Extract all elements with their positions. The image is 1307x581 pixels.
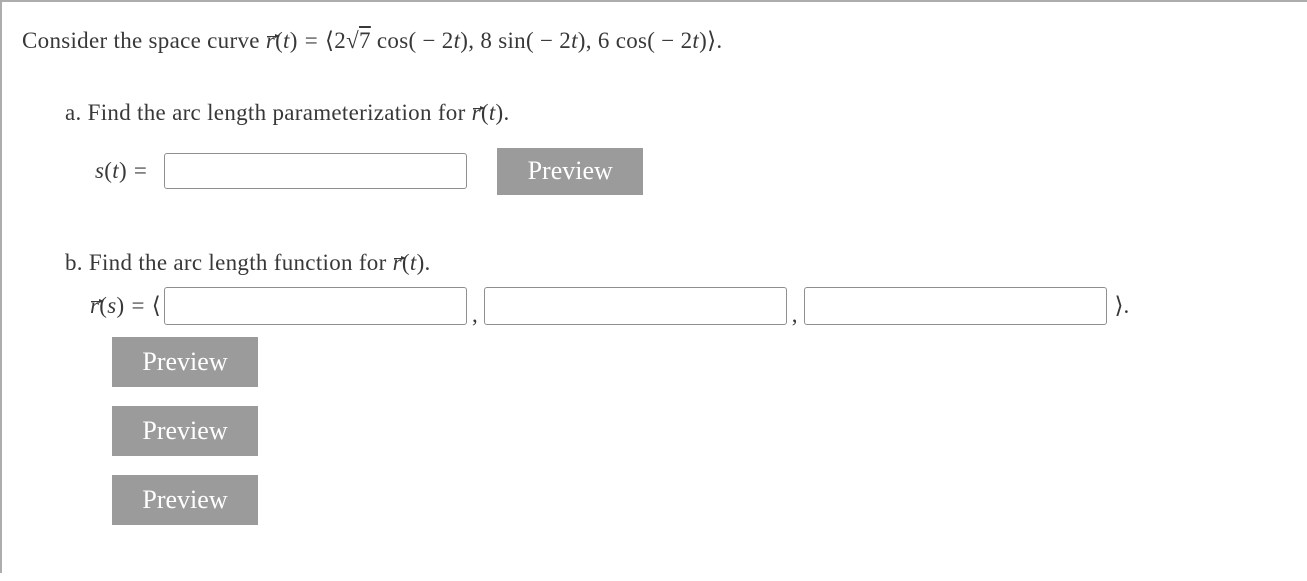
math-segment: ).: [416, 249, 431, 275]
problem-statement: Consider the space curve r(t)=⟨2√7 cos( …: [22, 26, 1307, 56]
part-a-answer-row: s(t)= Preview: [95, 147, 1307, 195]
math-segment: ).: [495, 99, 510, 125]
math-segment: ): [699, 28, 708, 53]
part-b-label: b. Find the arc length function for r(t)…: [65, 248, 1307, 278]
math-segment: 7: [359, 28, 371, 53]
part-b-answer-row: r(s)=⟨ , , ⟩.: [90, 286, 1307, 327]
math-segment: b. Find the arc length function for: [65, 249, 393, 275]
math-segment: (: [480, 99, 489, 125]
math-segment: a. Find the arc length parameterization …: [65, 99, 472, 125]
math-segment: t: [571, 28, 578, 53]
math-segment: =: [131, 292, 145, 318]
part-b-lhs-expression: r(s)=⟨: [90, 291, 161, 321]
part-b-preview-button-1[interactable]: Preview: [112, 336, 258, 387]
math-segment: s: [107, 292, 117, 318]
math-segment: t: [112, 158, 119, 184]
math-segment: ⟨: [151, 292, 162, 318]
math-segment: ): [118, 158, 127, 184]
part-b-answer-input-z[interactable]: [803, 286, 1107, 325]
closing-angle-bracket: ⟩.: [1114, 292, 1130, 318]
math-segment: ⟨: [325, 28, 335, 53]
math-segment: (: [99, 292, 108, 318]
math-segment: ): [116, 292, 125, 318]
math-segment: s: [95, 158, 105, 184]
math-segment: r: [265, 28, 281, 53]
math-segment: (: [275, 28, 284, 53]
math-segment: ⟩: [707, 28, 717, 53]
math-segment: r: [392, 249, 407, 275]
math-segment: (: [401, 249, 410, 275]
comma-separator: ,: [472, 301, 478, 327]
math-segment: r: [90, 292, 105, 318]
math-segment: cos( − 2: [370, 28, 454, 53]
part-a-label: a. Find the arc length parameterization …: [65, 98, 1307, 128]
part-a-lhs-expression: s(t)=: [95, 156, 154, 186]
part-b-preview-button-2[interactable]: Preview: [112, 405, 258, 456]
part-b-answer-input-y[interactable]: [483, 286, 787, 325]
math-segment: .: [716, 28, 723, 53]
math-segment: 2: [334, 28, 347, 53]
math-segment: Consider the space curve: [22, 28, 266, 53]
math-segment: ), 6 cos( − 2: [577, 28, 693, 53]
math-segment: ): [289, 28, 298, 53]
math-segment: √: [346, 28, 360, 53]
part-b-preview-button-3[interactable]: Preview: [112, 474, 258, 525]
math-segment: =: [304, 28, 318, 53]
math-segment: r: [471, 99, 486, 125]
math-segment: t: [453, 28, 461, 53]
part-b-preview-buttons: Preview Preview Preview: [112, 336, 258, 525]
math-segment: =: [133, 158, 148, 184]
part-a-answer-input[interactable]: [164, 153, 468, 190]
math-segment: t: [409, 249, 417, 275]
math-segment: ), 8 sin( − 2: [460, 28, 572, 53]
part-a-preview-button[interactable]: Preview: [497, 147, 644, 195]
part-b-answer-input-x[interactable]: [164, 286, 468, 325]
math-segment: (: [104, 158, 113, 184]
math-segment: t: [488, 99, 496, 125]
comma-separator: ,: [791, 301, 798, 327]
math-segment: t: [283, 28, 290, 53]
math-segment: t: [692, 28, 700, 53]
